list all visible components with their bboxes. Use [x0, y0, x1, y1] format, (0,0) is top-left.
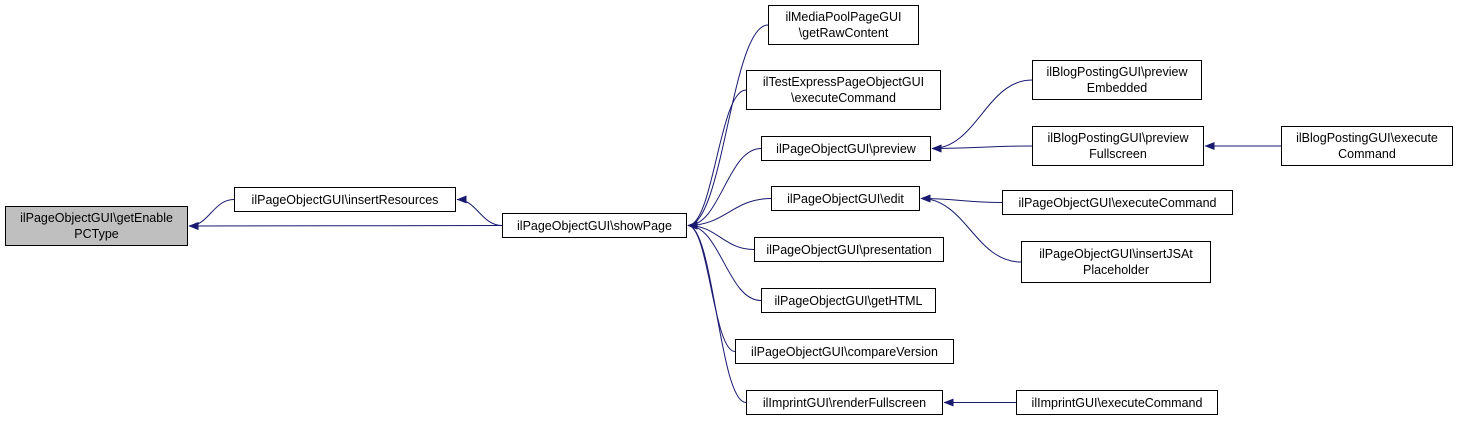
node-compareVersion[interactable]: ilPageObjectGUI\compareVersion [735, 339, 954, 364]
node-label: ilPageObjectGUI\preview [776, 141, 916, 156]
edge-compareVersion-to-showPage [687, 221, 736, 352]
edge-insertJS-to-edit [920, 194, 1022, 263]
node-label: \getRawContent [798, 26, 889, 40]
node-label: ilMediaPoolPageGUI [785, 10, 902, 24]
node-pogExec[interactable]: ilPageObjectGUI\executeCommand [1002, 190, 1233, 215]
node-label: ilImprintGUI\renderFullscreen [762, 395, 927, 410]
edge-blogPrevFull-to-preview [931, 144, 1033, 153]
node-label: ilPageObjectGUI\insertJSAt [1039, 247, 1193, 261]
edge-preview-to-showPage [687, 148, 762, 230]
edge-renderFullscreen-to-showPage [687, 221, 747, 403]
node-label: ilPageObjectGUI\getHTML [774, 293, 923, 308]
node-insertResources[interactable]: ilPageObjectGUI\insertResources [234, 187, 456, 212]
edge-edit-to-showPage [687, 198, 772, 230]
edge-testExec-to-showPage [687, 89, 747, 230]
edge-showPage-to-insertResources [456, 195, 503, 226]
node-renderFullscreen[interactable]: ilImprintGUI\renderFullscreen [746, 390, 943, 415]
edge-getHTML-to-showPage [687, 221, 762, 301]
edge-mpGetRaw-to-showPage [687, 24, 769, 230]
node-label: ilBlogPostingGUI\preview [1047, 131, 1189, 145]
node-label: Embedded [1086, 81, 1148, 95]
node-edit[interactable]: ilPageObjectGUI\edit [771, 186, 920, 211]
node-label: ilTestExpressPageObjectGUI [762, 75, 925, 89]
edge-pogExec-to-edit [920, 194, 1003, 203]
node-label: Fullscreen [1089, 147, 1147, 161]
node-label: PCType [74, 227, 119, 241]
node-label: ilPageObjectGUI\edit [787, 191, 904, 206]
node-label: ilPageObjectGUI\compareVersion [751, 344, 938, 359]
node-label: Command [1338, 147, 1396, 161]
node-testExec[interactable]: ilTestExpressPageObjectGUI \executeComman… [746, 70, 941, 110]
node-label: ilImprintGUI\executeCommand [1031, 395, 1203, 410]
edge-insertResources-to-getEnablePCType [188, 199, 235, 230]
node-label: ilPageObjectGUI\insertResources [251, 192, 439, 207]
node-label: ilBlogPostingGUI\preview [1046, 65, 1188, 79]
node-mpGetRaw[interactable]: ilMediaPoolPageGUI \getRawContent [768, 5, 919, 45]
node-label: ilPageObjectGUI\showPage [517, 218, 672, 233]
node-label: \executeCommand [791, 91, 896, 105]
node-showPage[interactable]: ilPageObjectGUI\showPage [502, 213, 687, 238]
node-imprintExec[interactable]: ilImprintGUI\executeCommand [1016, 390, 1218, 415]
node-getHTML[interactable]: ilPageObjectGUI\getHTML [761, 288, 936, 313]
node-preview[interactable]: ilPageObjectGUI\preview [761, 136, 931, 161]
edge-blogPrevEmb-to-preview [931, 79, 1033, 153]
node-label: ilBlogPostingGUI\execute [1296, 131, 1438, 145]
node-label: ilPageObjectGUI\presentation [766, 242, 932, 257]
edge-showPage-to-getEnablePCType [188, 221, 503, 230]
node-label: ilPageObjectGUI\getEnable [20, 211, 173, 225]
node-presentation[interactable]: ilPageObjectGUI\presentation [754, 237, 944, 262]
node-label: Placeholder [1082, 263, 1149, 277]
node-label: ilPageObjectGUI\executeCommand [1018, 195, 1217, 210]
